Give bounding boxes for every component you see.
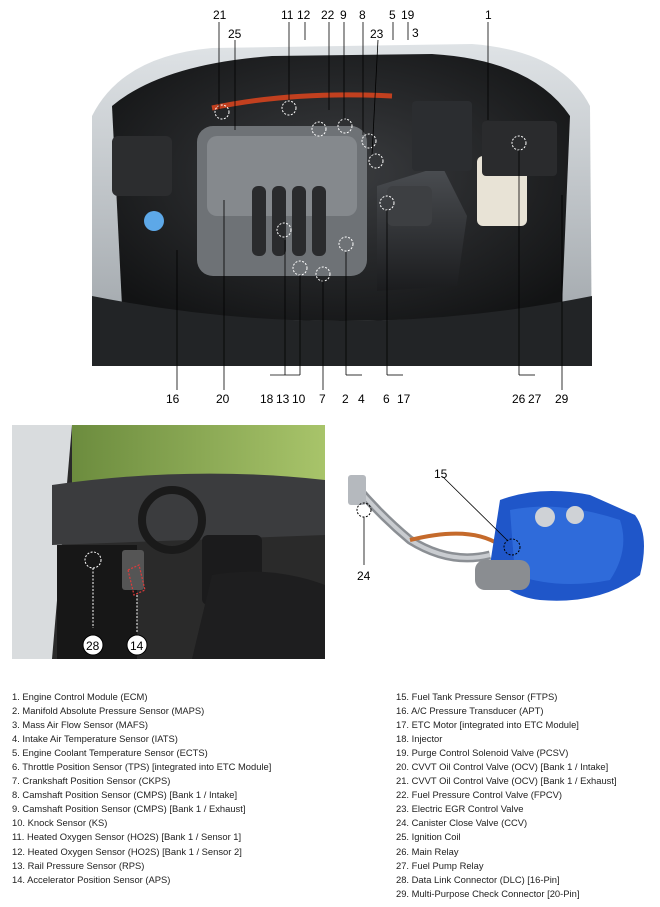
legend-item: 5. Engine Coolant Temperature Sensor (EC…	[12, 747, 208, 759]
callout-28: 28	[86, 639, 100, 653]
legend-item: 11. Heated Oxygen Sensor (HO2S) [Bank 1 …	[12, 831, 242, 843]
legend-item: 7. Crankshaft Position Sensor (CKPS)	[12, 775, 171, 787]
callout-3: 3	[412, 26, 419, 40]
legend-item: 1. Engine Control Module (ECM)	[12, 691, 148, 702]
legend-right-column: 15. Fuel Tank Pressure Sensor (FTPS) 16.…	[396, 690, 617, 901]
callout-12: 12	[297, 8, 311, 22]
legend-item: 6. Throttle Position Sensor (TPS) [integ…	[12, 761, 272, 773]
legend-item: 15. Fuel Tank Pressure Sensor (FTPS)	[396, 691, 558, 702]
legend-item: 29. Multi-Purpose Check Connector [20-Pi…	[396, 887, 580, 899]
fuel-tank-illustration	[340, 455, 658, 615]
callout-9: 9	[340, 8, 347, 22]
fuel-tank-drawing	[348, 475, 644, 601]
legend-item: 17. ETC Motor [integrated into ETC Modul…	[396, 719, 579, 731]
interior-photo	[12, 425, 325, 659]
legend-item: 21. CVVT Oil Control Valve (OCV) [Bank 1…	[396, 775, 617, 787]
legend-item: 9. Camshaft Position Sensor (CMPS) [Bank…	[12, 803, 246, 815]
callout-7: 7	[319, 392, 326, 406]
legend-item: 14. Accelerator Position Sensor (APS)	[12, 873, 171, 885]
callout-24: 24	[357, 569, 371, 583]
callout-22: 22	[321, 8, 335, 22]
legend-item: 10. Knock Sensor (KS)	[12, 817, 108, 829]
callout-18: 18	[260, 392, 274, 406]
legend-item: 20. CVVT Oil Control Valve (OCV) [Bank 1…	[396, 761, 609, 773]
legend-item: 2. Manifold Absolute Pressure Sensor (MA…	[12, 705, 205, 717]
callout-6: 6	[383, 392, 390, 406]
legend-item: 8. Camshaft Position Sensor (CMPS) [Bank…	[12, 789, 238, 801]
callout-11: 11	[281, 8, 294, 22]
callout-10: 10	[292, 392, 306, 406]
engine-leader-lines	[176, 22, 563, 390]
legend-item: 16. A/C Pressure Transducer (APT)	[396, 705, 544, 717]
callout-27: 27	[528, 392, 542, 406]
callout-4: 4	[358, 392, 365, 406]
legend-item: 3. Mass Air Flow Sensor (MAFS)	[12, 719, 148, 731]
legend-item: 18. Injector	[396, 733, 443, 745]
callout-16: 16	[166, 392, 180, 406]
callout-1: 1	[485, 8, 492, 22]
callout-19: 19	[401, 8, 415, 22]
legend-item: 25. Ignition Coil	[396, 831, 461, 843]
legend-item: 4. Intake Air Temperature Sensor (IATS)	[12, 733, 178, 745]
callout-2: 2	[342, 392, 349, 406]
callout-14: 14	[130, 639, 144, 653]
callout-5: 5	[389, 8, 396, 22]
callout-21: 21	[213, 8, 227, 22]
callout-29: 29	[555, 392, 569, 406]
interior-leader-lines	[82, 551, 148, 656]
callout-26: 26	[512, 392, 526, 406]
legend-item: 22. Fuel Pressure Control Valve (FPCV)	[396, 789, 563, 801]
legend-item: 24. Canister Close Valve (CCV)	[396, 817, 528, 829]
callout-25: 25	[228, 27, 242, 41]
callout-13: 13	[276, 392, 290, 406]
callout-8: 8	[359, 8, 366, 22]
tank-leader-lines	[356, 476, 521, 565]
engine-bay-photo	[92, 36, 592, 366]
callout-15: 15	[434, 467, 448, 481]
legend-item: 28. Data Link Connector (DLC) [16-Pin]	[396, 873, 560, 885]
callout-17: 17	[397, 392, 411, 406]
legend-item: 19. Purge Control Solenoid Valve (PCSV)	[396, 747, 569, 759]
legend-item: 23. Electric EGR Control Valve	[396, 803, 524, 815]
legend-item: 13. Rail Pressure Sensor (RPS)	[12, 859, 145, 871]
legend-left-column: 1. Engine Control Module (ECM) 2. Manifo…	[12, 690, 271, 887]
engine-bay-illustration	[92, 44, 592, 366]
callout-23: 23	[370, 27, 384, 41]
interior-illustration	[12, 425, 325, 659]
legend-item: 27. Fuel Pump Relay	[396, 859, 484, 871]
callout-20: 20	[216, 392, 230, 406]
legend-item: 26. Main Relay	[396, 845, 459, 857]
legend-item: 12. Heated Oxygen Sensor (HO2S) [Bank 1 …	[12, 845, 242, 857]
